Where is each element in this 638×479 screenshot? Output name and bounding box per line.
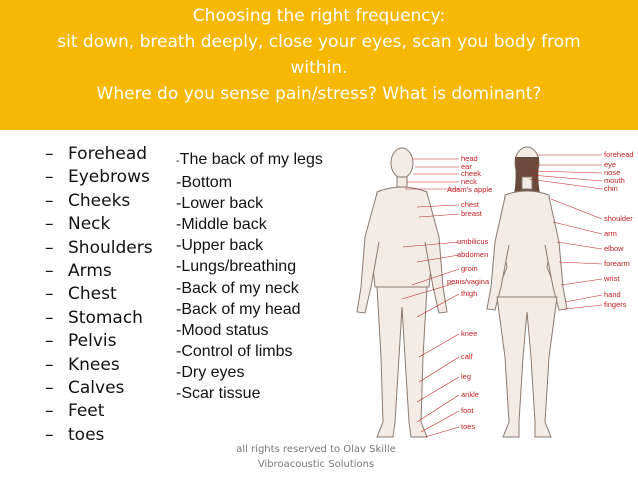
label-groin: groin bbox=[461, 264, 478, 273]
label-fingers: fingers bbox=[604, 300, 627, 309]
body-area-list: –Forehead –Eyebrows –Cheeks –Neck –Shoul… bbox=[45, 143, 153, 447]
list-item: -Back of my head bbox=[176, 300, 301, 318]
label-calf: calf bbox=[461, 352, 474, 361]
label-head: head bbox=[461, 154, 478, 163]
label-hand: hand bbox=[604, 290, 621, 299]
female-labels: forehead eye nose mouth chin shoulder ar… bbox=[603, 150, 634, 309]
label-arm: arm bbox=[604, 229, 617, 238]
copyright-footer: all rights reserved to Olav Skille Vibro… bbox=[236, 442, 396, 472]
list-item: -Dry eyes bbox=[176, 363, 245, 381]
label-ear: ear bbox=[461, 162, 472, 171]
title-line-1: Choosing the right frequency: bbox=[192, 6, 446, 26]
label-leg: leg bbox=[461, 372, 471, 381]
list-item: –Eyebrows bbox=[45, 167, 150, 188]
male-figure bbox=[356, 147, 448, 438]
list-item: –Forehead bbox=[45, 144, 148, 164]
list-item: –toes bbox=[45, 424, 105, 445]
list-item: –Feet bbox=[45, 401, 105, 422]
label-mouth: mouth bbox=[604, 176, 625, 185]
label-wrist: wrist bbox=[603, 274, 620, 283]
list-item: -Control of limbs bbox=[176, 342, 293, 360]
list-item: –Knees bbox=[45, 354, 120, 375]
label-penis-vagina: penis/vagina bbox=[447, 277, 490, 286]
list-item: –Arms bbox=[45, 261, 112, 282]
label-elbow: elbow bbox=[604, 244, 624, 253]
body-concern-list: -The back of my legs -Bottom -Lower back… bbox=[176, 149, 323, 404]
list-item: -Lower back bbox=[176, 195, 264, 213]
label-shoulder: shoulder bbox=[604, 214, 633, 223]
label-forearm: forearm bbox=[604, 259, 630, 268]
list-item: –Pelvis bbox=[45, 331, 117, 352]
title-banner: Choosing the right frequency: sit down, … bbox=[0, 0, 638, 130]
list-item: -Scar tissue bbox=[176, 385, 261, 403]
footer-line-2: Vibroacoustic Solutions bbox=[257, 459, 375, 470]
list-item: -Back of my neck bbox=[176, 279, 299, 297]
footer-line-1: all rights reserved to Olav Skille bbox=[236, 444, 396, 455]
list-item: -Upper back bbox=[176, 237, 264, 255]
list-item: -The back of my legs bbox=[176, 151, 323, 168]
label-umbilicus: umbilicus bbox=[457, 237, 489, 246]
label-abdomen: abdomen bbox=[457, 250, 488, 259]
list-item: -Middle back bbox=[176, 216, 267, 234]
list-item: –Shoulders bbox=[45, 237, 153, 258]
list-item: -Mood status bbox=[176, 321, 269, 339]
list-item: –Calves bbox=[45, 378, 125, 399]
label-knee: knee bbox=[461, 329, 477, 338]
list-item: -Bottom bbox=[176, 174, 233, 192]
label-forehead: forehead bbox=[604, 150, 634, 159]
label-thigh: thigh bbox=[461, 289, 477, 298]
body-diagram: head ear cheek neck Adam's apple chest b… bbox=[347, 137, 638, 447]
label-toes: toes bbox=[461, 422, 475, 431]
label-breast: breast bbox=[461, 209, 483, 218]
male-labels: head ear cheek neck Adam's apple chest b… bbox=[447, 154, 492, 431]
label-nose: nose bbox=[604, 168, 620, 177]
female-figure bbox=[486, 146, 568, 438]
title-line-2: sit down, breath deeply, close your eyes… bbox=[57, 32, 581, 52]
label-foot: foot bbox=[461, 406, 474, 415]
list-item: –Cheeks bbox=[45, 190, 131, 211]
label-chin: chin bbox=[604, 184, 618, 193]
label-adams-apple: Adam's apple bbox=[447, 185, 492, 194]
list-item: –Neck bbox=[45, 214, 111, 235]
title-line-4: Where do you sense pain/stress? What is … bbox=[96, 84, 542, 104]
label-cheek: cheek bbox=[461, 169, 481, 178]
list-item: –Stomach bbox=[45, 307, 143, 328]
title-line-3: within. bbox=[290, 58, 348, 78]
list-item: -Lungs/breathing bbox=[176, 258, 297, 276]
label-eye: eye bbox=[604, 160, 616, 169]
body-diagram-svg: head ear cheek neck Adam's apple chest b… bbox=[356, 146, 634, 438]
list-item: –Chest bbox=[45, 284, 117, 305]
label-chest: chest bbox=[461, 200, 480, 209]
label-lines bbox=[401, 154, 603, 438]
label-ankle: ankle bbox=[461, 390, 479, 399]
label-neck: neck bbox=[461, 177, 477, 186]
